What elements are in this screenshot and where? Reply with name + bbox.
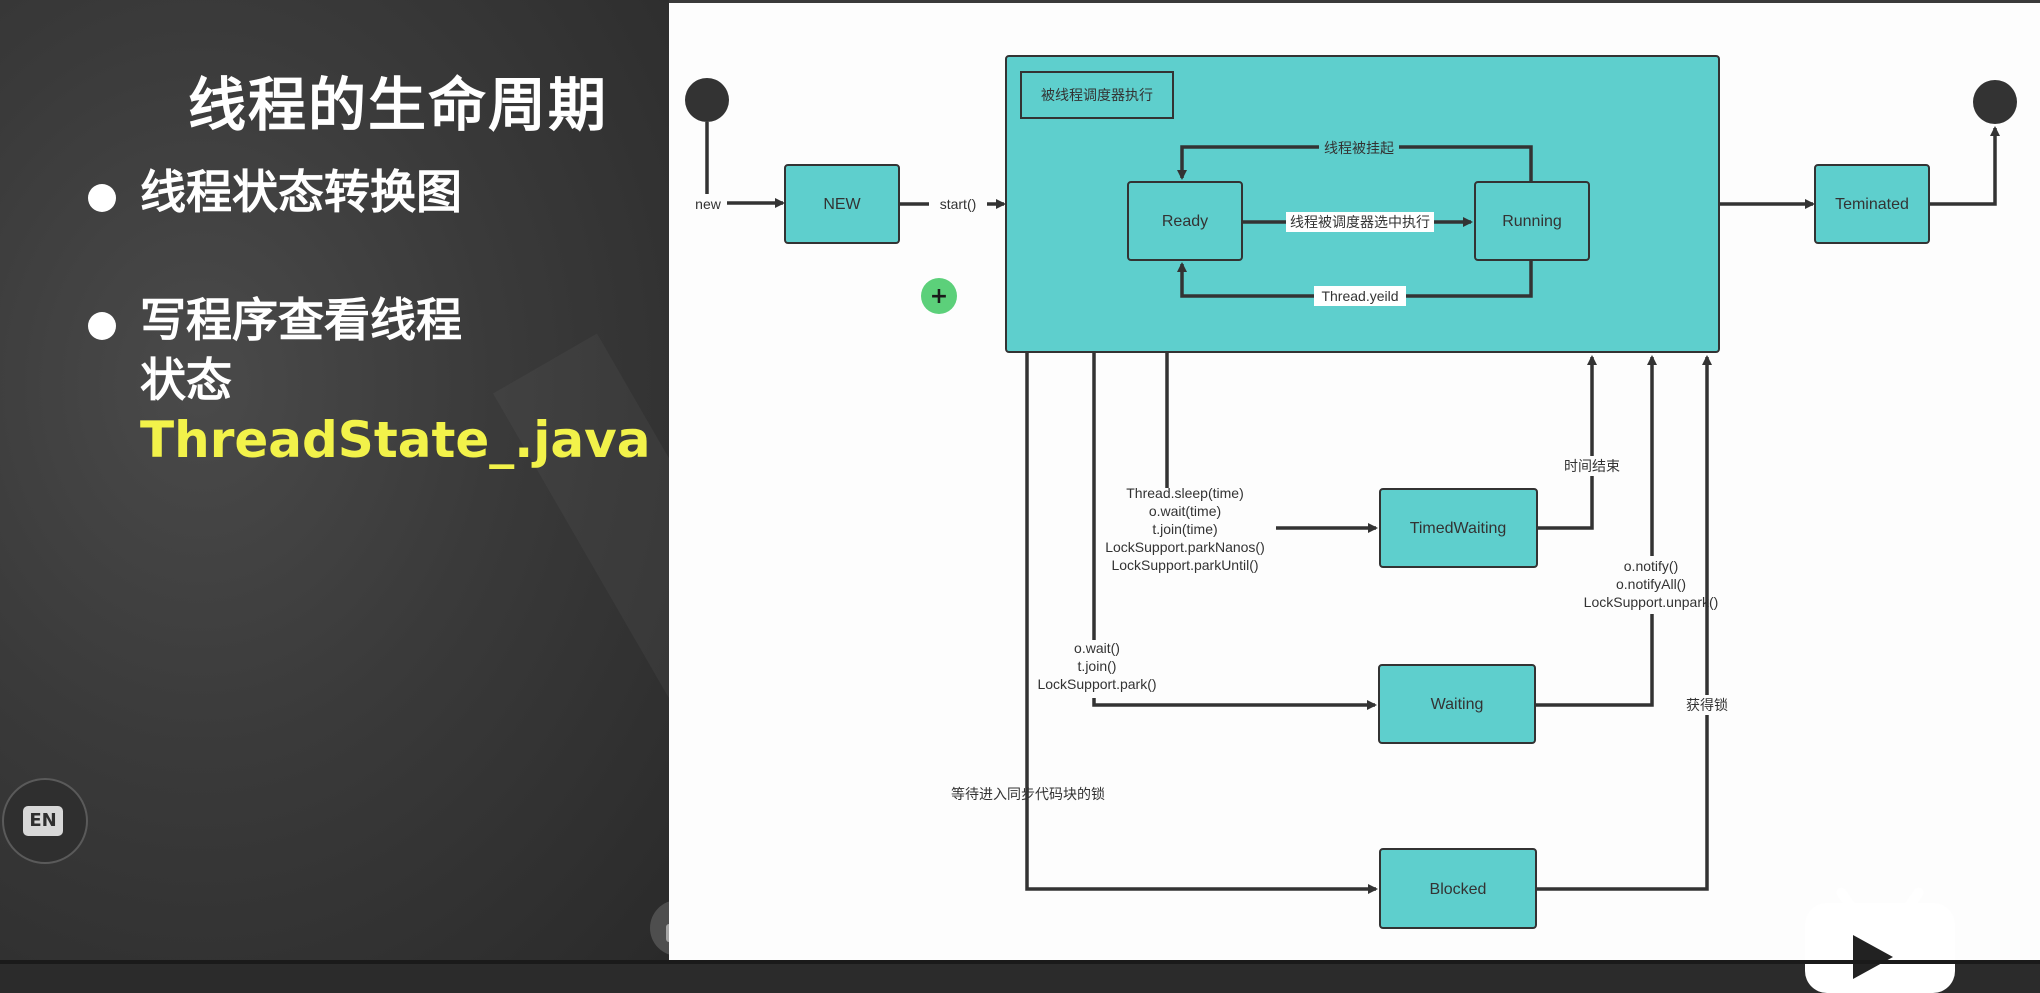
edge-scheduled-label: 线程被调度器选中执行 xyxy=(1290,214,1430,230)
edge-end xyxy=(1929,126,2000,206)
top-edge xyxy=(669,0,2040,3)
wait-call: t.join() xyxy=(1078,658,1117,674)
thread-state-diagram: 被线程调度器执行 Ready Running NEW Teminated Tim… xyxy=(685,55,2017,929)
notify-call: LockSupport.unpark() xyxy=(1584,594,1719,610)
edge-time-over-label: 时间结束 xyxy=(1564,458,1620,474)
bullet-item: 线程状态转换图 xyxy=(88,162,648,222)
bullet-item: 写程序查看线程 状态 ThreadState_.java xyxy=(88,290,650,470)
edge-get-lock-label: 获得锁 xyxy=(1686,697,1728,713)
state-waiting-label: Waiting xyxy=(1431,696,1484,713)
en-badge-label: EN xyxy=(23,806,63,836)
scheduler-label-box xyxy=(1020,71,1174,119)
plus-icon: + xyxy=(930,284,948,309)
wait-call: LockSupport.park() xyxy=(1037,676,1156,692)
bullet-dot-icon xyxy=(88,184,116,212)
final-state-icon xyxy=(1973,80,2017,124)
state-running-label: Running xyxy=(1502,213,1562,230)
scheduler-label: 被线程调度器执行 xyxy=(1041,87,1153,103)
edge-notify xyxy=(1535,355,1657,707)
slide-title: 线程的生命周期 xyxy=(188,71,609,139)
edge-new-label: new xyxy=(695,196,722,212)
wait-call: o.wait() xyxy=(1074,640,1120,656)
notify-calls-label: o.notify() o.notifyAll() LockSupport.unp… xyxy=(1575,556,1725,614)
language-toggle-button[interactable]: EN xyxy=(2,778,88,864)
add-marker-button[interactable] xyxy=(921,278,957,314)
edge-wait xyxy=(1092,352,1377,710)
diagram-panel: 被线程调度器执行 Ready Running NEW Teminated Tim… xyxy=(669,0,2040,964)
bullet-text-block: 写程序查看线程 状态 ThreadState_.java xyxy=(140,290,650,470)
timed-call: LockSupport.parkUntil() xyxy=(1111,557,1258,573)
edge-time-over xyxy=(1537,355,1597,530)
timed-call: t.join(time) xyxy=(1152,521,1217,537)
state-terminated-label: Teminated xyxy=(1835,196,1909,213)
state-new-label: NEW xyxy=(823,196,861,213)
slide-left-panel: 线程的生命周期 线程状态转换图 写程序查看线程 状态 ThreadState_.… xyxy=(0,0,669,964)
edge-yield-label: Thread.yeild xyxy=(1321,288,1398,304)
bottom-edge xyxy=(0,960,2040,964)
bullet-text: 线程状态转换图 xyxy=(140,165,462,219)
bullet-text-line: 状态 xyxy=(140,353,232,407)
tv-logo-icon xyxy=(1805,885,1955,993)
timed-call: o.wait(time) xyxy=(1149,503,1221,519)
bullet-dot-icon xyxy=(88,312,116,340)
notify-call: o.notifyAll() xyxy=(1616,576,1686,592)
bullet-text-line: 写程序查看线程 xyxy=(140,293,462,347)
state-blocked-label: Blocked xyxy=(1430,881,1487,898)
state-timed-waiting-label: TimedWaiting xyxy=(1410,520,1507,537)
edge-get-lock xyxy=(1536,355,1712,891)
timed-call: LockSupport.parkNanos() xyxy=(1105,539,1265,555)
notify-call: o.notify() xyxy=(1624,558,1678,574)
edge-wait-lock xyxy=(1025,352,1378,894)
file-name: ThreadState_.java xyxy=(140,411,651,469)
state-ready-label: Ready xyxy=(1162,213,1208,230)
edge-suspend-label: 线程被挂起 xyxy=(1324,140,1394,156)
initial-state-icon xyxy=(685,78,729,122)
timed-call: Thread.sleep(time) xyxy=(1126,485,1244,501)
edge-start-label: start() xyxy=(940,196,977,212)
timed-calls-label: Thread.sleep(time) o.wait(time) t.join(t… xyxy=(1105,485,1265,573)
edge-new xyxy=(705,122,785,208)
edge-wait-lock-label: 等待进入同步代码块的锁 xyxy=(951,786,1105,802)
wait-calls-label: o.wait() t.join() LockSupport.park() xyxy=(1029,640,1159,698)
